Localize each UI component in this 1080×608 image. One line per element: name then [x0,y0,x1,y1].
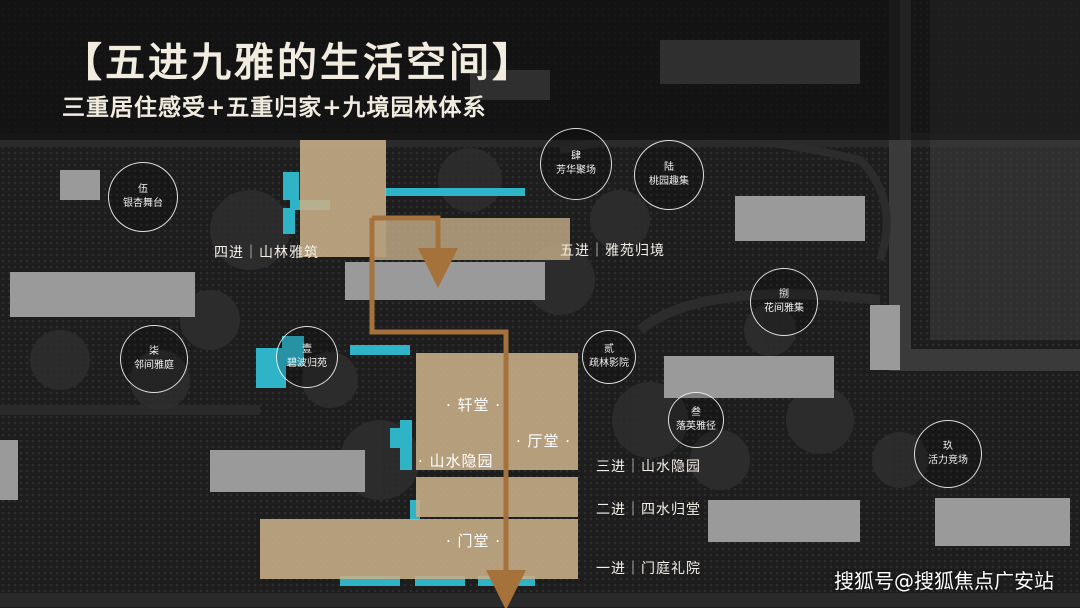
spot-number: 壹 [302,344,312,355]
spot-name: 碧波归苑 [287,358,327,369]
spot-name: 花间雅集 [764,303,804,314]
spot-number: 玖 [943,441,953,452]
spot-number: 捌 [779,289,789,300]
spot-circle-3: 叁 落英雅径 [668,392,724,448]
spot-name: 芳华聚场 [556,165,596,176]
label-tingtang: · 厅堂 · [516,432,572,450]
spot-number: 伍 [138,184,148,195]
label-mentang: · 门堂 · [446,532,502,550]
spot-circle-4: 肆 芳华聚场 [540,128,612,200]
page-subtitle: 三重居住感受+五重归家+九境园林体系 [62,94,487,121]
spot-name: 疏林影院 [589,358,629,369]
spot-name: 桃园趣集 [649,176,689,187]
spot-circle-5: 伍 银杏舞台 [108,162,178,232]
spot-circle-6: 陆 桃园趣集 [634,140,704,210]
spot-number: 柒 [149,346,159,357]
zone-label-3: 三进｜山水隐园 [596,459,701,475]
spot-circle-9: 玖 活力竞场 [914,420,982,488]
route-branch [372,215,458,288]
spot-name: 落英雅径 [676,421,716,432]
label-shanshui: · 山水隐园 [418,452,494,470]
zone-label-4: 四进｜山林雅筑 [214,245,319,261]
label-xuantang: · 轩堂 · [446,396,502,414]
watermark: 搜狐号@搜狐焦点广安站 [834,569,1054,593]
zone-label-1: 一进｜门庭礼院 [596,561,701,577]
spot-name: 银杏舞台 [123,198,163,209]
route-main [369,218,526,608]
zone-label-5: 五进｜雅苑归境 [560,243,665,259]
zone-label-2: 二进｜四水归堂 [596,502,701,518]
spot-name: 邻间雅庭 [134,360,174,371]
spot-circle-8: 捌 花间雅集 [750,268,818,336]
spot-number: 肆 [571,151,581,162]
spot-circle-1: 壹 碧波归苑 [276,326,338,388]
spot-circle-2: 贰 疏林影院 [582,330,636,384]
spot-circle-7: 柒 邻间雅庭 [120,325,188,393]
spot-number: 贰 [604,344,614,355]
page-title: 【五进九雅的生活空间】 [62,39,535,86]
spot-number: 叁 [691,407,701,418]
spot-name: 活力竞场 [928,455,968,466]
spot-number: 陆 [664,162,674,173]
